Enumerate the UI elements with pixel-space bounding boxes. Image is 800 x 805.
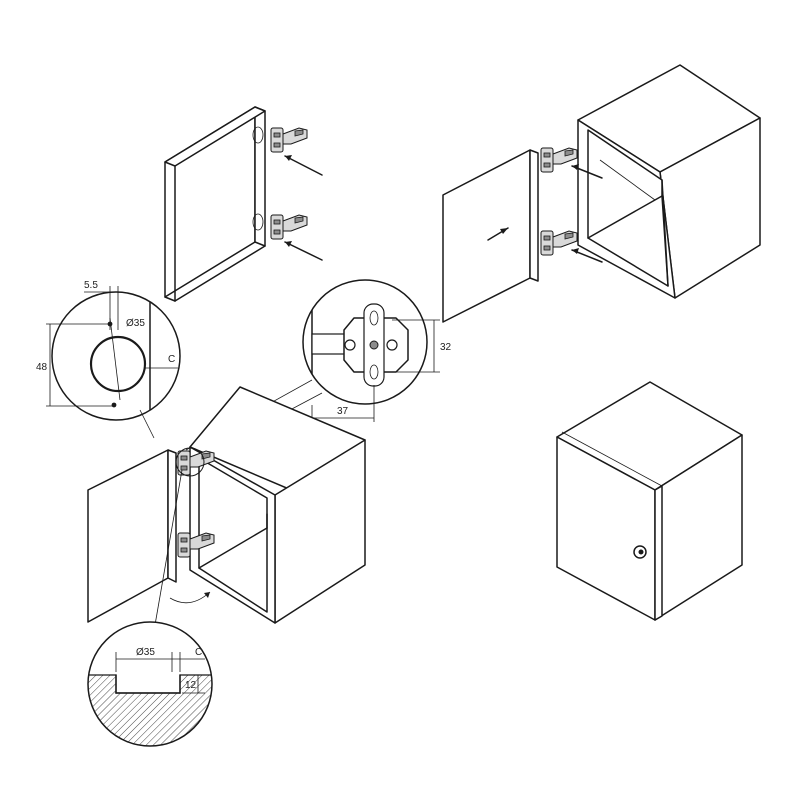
plate-slot-lower	[369, 364, 379, 380]
hinge-right-upper	[540, 147, 578, 173]
hinge-upper	[270, 127, 308, 153]
dim-plate-height: 32	[440, 342, 452, 353]
dim-cup-depth: 12	[185, 680, 197, 691]
detail-mounting-plate: 32 37	[185, 279, 452, 456]
cup-hole-upper	[252, 126, 264, 144]
door-attach-cabinet	[442, 64, 761, 323]
door-swing-arrow	[169, 591, 211, 604]
door-panel-top-edge	[164, 106, 266, 167]
insert-arrow-lower	[284, 241, 323, 261]
hinge-right-lower	[540, 230, 578, 256]
dim-clearance-bottom: C	[195, 647, 202, 658]
plate-screw-right	[386, 339, 398, 351]
door-panel-with-hinges	[164, 106, 323, 302]
dim-hole-spacing: 48	[36, 362, 48, 373]
plate-screw-left	[344, 339, 356, 351]
pilot-hole-bottom	[111, 402, 117, 408]
cabinet-closed	[556, 381, 743, 621]
hinge-lower	[270, 214, 308, 240]
dim-plate-depth: 37	[337, 406, 349, 417]
door-panel-open	[87, 449, 169, 623]
door-panel-right	[442, 149, 531, 323]
dim-edge-offset: 5.5	[84, 280, 98, 291]
cabinet-open-door	[87, 386, 366, 626]
cup-hole-circle	[89, 335, 147, 393]
detail-cup-hole-top-view: 5.5 Ø35 48 C	[36, 280, 181, 439]
detail-cup-section: Ø35 C 12	[87, 621, 213, 747]
insert-arrow-upper	[284, 155, 323, 176]
dim-clearance-top: C	[168, 354, 175, 365]
plate-slot-upper	[369, 310, 379, 326]
cup-hole-lower	[252, 213, 264, 231]
cabinet-opening-open	[198, 457, 268, 613]
dim-cup-diameter-bottom: Ø35	[136, 647, 155, 658]
detail-callout-marker	[175, 447, 205, 477]
dim-cup-diameter-top: Ø35	[126, 318, 145, 329]
